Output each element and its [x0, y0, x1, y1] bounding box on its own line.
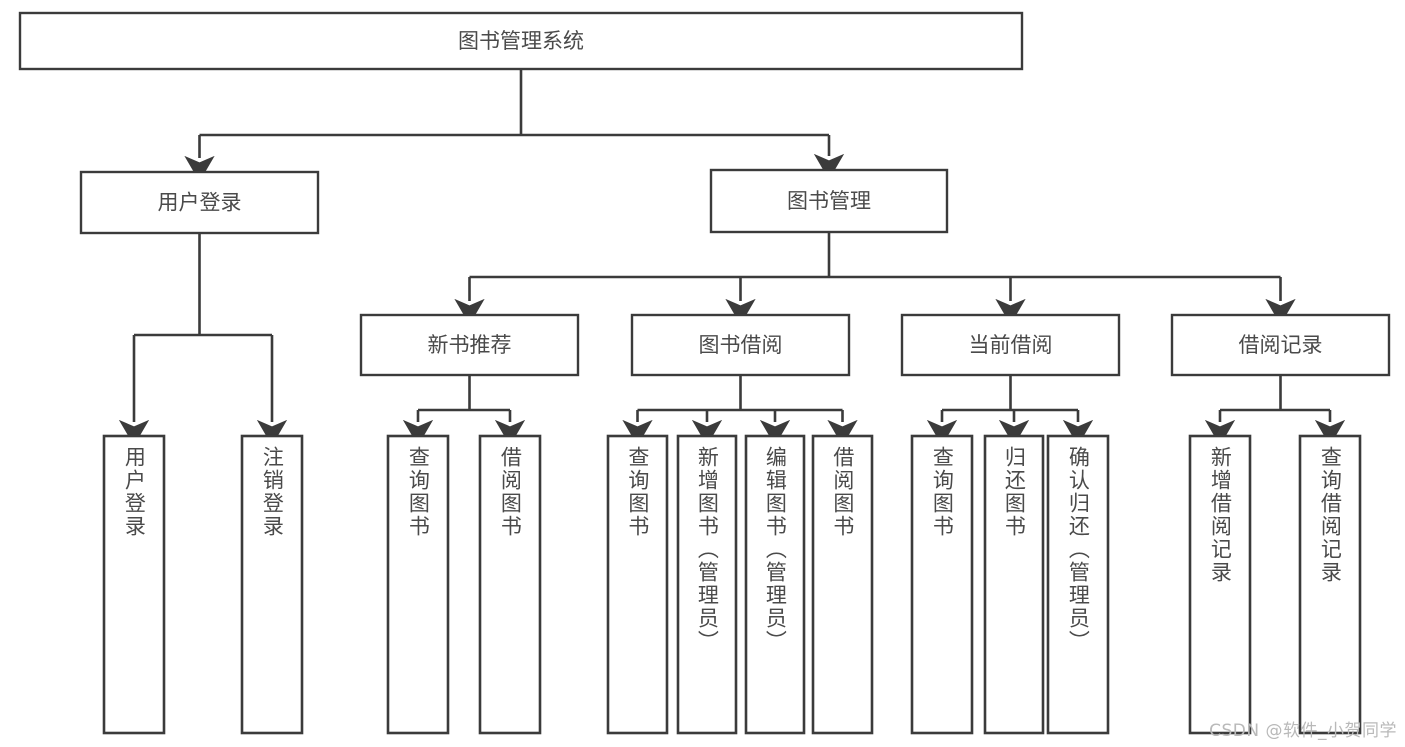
node-label-user-login: 用户登录	[158, 191, 242, 215]
node-label-book-manage: 图书管理	[787, 189, 871, 213]
node-box-new-book-rec[interactable]	[359, 313, 580, 377]
node-box-leaf-edit-book[interactable]	[744, 434, 806, 735]
node-box-leaf-user-logout[interactable]	[240, 434, 304, 735]
node-box-leaf-return-book[interactable]	[983, 434, 1045, 735]
node-box-leaf-add-record[interactable]	[1188, 434, 1252, 735]
node-box-leaf-query-book-1[interactable]	[386, 434, 450, 735]
node-box-root[interactable]	[18, 11, 1024, 71]
node-box-current-borrow[interactable]	[900, 313, 1121, 377]
node-box-leaf-borrow-book-2[interactable]	[811, 434, 874, 735]
node-box-leaf-confirm-return[interactable]	[1046, 434, 1110, 735]
node-box-book-borrow[interactable]	[630, 313, 851, 377]
watermark-text: CSDN @软件_小贺同学	[1209, 721, 1397, 741]
node-label-borrow-record: 借阅记录	[1239, 333, 1323, 357]
node-box-borrow-record[interactable]	[1170, 313, 1391, 377]
boxes-layer	[18, 11, 1391, 735]
connectors-layer	[118, 69, 1346, 446]
node-label-book-borrow: 图书借阅	[699, 333, 783, 357]
node-box-leaf-query-book-2[interactable]	[606, 434, 669, 735]
node-box-leaf-query-book-3[interactable]	[910, 434, 974, 735]
node-box-leaf-user-login[interactable]	[102, 434, 166, 735]
node-box-leaf-borrow-book-1[interactable]	[478, 434, 542, 735]
node-label-new-book-rec: 新书推荐	[428, 333, 512, 357]
node-label-current-borrow: 当前借阅	[969, 333, 1053, 357]
node-box-leaf-add-book[interactable]	[676, 434, 738, 735]
node-box-book-manage[interactable]	[709, 168, 949, 234]
node-box-leaf-query-record[interactable]	[1298, 434, 1362, 735]
node-label-root: 图书管理系统	[458, 29, 584, 53]
node-box-user-login[interactable]	[79, 170, 320, 235]
